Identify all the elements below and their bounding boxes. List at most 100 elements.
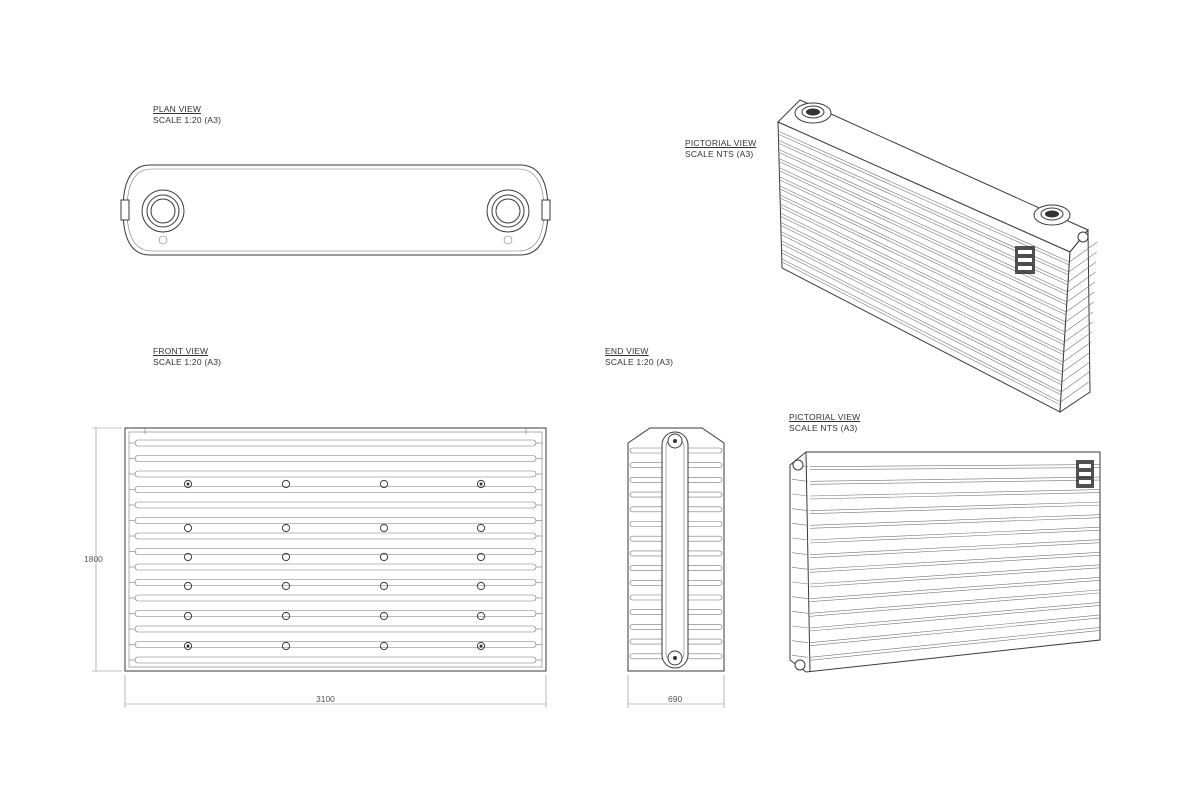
end-view-drawing [627, 427, 725, 708]
front-boss [183, 479, 193, 489]
pictorial-top-ribs [778, 130, 1098, 406]
front-boss [281, 611, 291, 621]
pictorial-top-rib [781, 249, 1062, 393]
pictorial-top-end-rib [1065, 301, 1094, 323]
logo-bottom-icon [1076, 460, 1094, 488]
front-view-scale: SCALE 1:20 (A3) [153, 357, 222, 367]
pictorial-bottom-rib [809, 526, 1101, 541]
pictorial-top-rib [780, 225, 1064, 366]
pictorial-top-end-rib [1062, 351, 1091, 373]
pictorial-bottom-rib [809, 517, 1101, 529]
front-ribs [129, 439, 542, 664]
pictorial-top-rib [780, 203, 1065, 343]
front-rib [134, 548, 537, 555]
pictorial-top-end-rib [1064, 321, 1093, 343]
end-view-scale: SCALE 1:20 (A3) [605, 357, 674, 367]
pictorial-top-end-rib [1067, 261, 1097, 283]
pictorial-bottom-end-rib [791, 640, 809, 643]
pictorial-view-bottom-scale: SCALE NTS (A3) [789, 423, 858, 433]
pictorial-bottom-end-rib [791, 479, 809, 482]
front-rib [134, 656, 537, 664]
front-boss [281, 523, 291, 533]
pictorial-top-end-rib [1062, 341, 1092, 363]
front-rib [134, 501, 537, 509]
pictorial-bottom-end-rib [791, 581, 809, 585]
pictorial-top-rib [779, 179, 1067, 316]
front-boss [476, 479, 486, 489]
pictorial-bottom-rib [809, 514, 1101, 526]
plan-view-drawing [120, 164, 551, 256]
end-view-title: END VIEW [605, 346, 649, 356]
pictorial-top-rib [780, 234, 1063, 376]
front-rib [134, 641, 537, 648]
pictorial-top-end-rib [1063, 331, 1092, 353]
front-boss [379, 552, 389, 562]
pictorial-top-rib [779, 194, 1066, 333]
front-boss-center [186, 644, 190, 648]
pictorial-bottom-end-rib [791, 493, 809, 497]
front-view-drawing [124, 427, 547, 672]
pictorial-bottom-rib [809, 554, 1101, 573]
front-rib [134, 439, 537, 447]
front-boss [281, 581, 291, 591]
pictorial-bottom-end-rib [791, 552, 809, 555]
pictorial-view-bottom-label: PICTORIAL VIEW SCALE NTS (A3) [789, 412, 860, 434]
pictorial-bottom-rib [809, 504, 1101, 514]
logo-top-icon [1015, 246, 1035, 274]
front-width-dimension: 3100 [316, 694, 335, 704]
pictorial-bottom-rib [809, 602, 1101, 629]
pictorial-bottom-end-rib [791, 567, 809, 570]
pictorial-bottom-rib [809, 592, 1101, 617]
pictorial-view-top-scale: SCALE NTS (A3) [685, 149, 754, 159]
front-boss-center [186, 482, 190, 486]
pictorial-bottom-rib [809, 464, 1101, 467]
pictorial-top-end-rib [1064, 311, 1094, 333]
pictorial-view-top-title: PICTORIAL VIEW [685, 138, 757, 148]
pictorial-bottom-ribs [791, 464, 1101, 661]
pictorial-top-rib [778, 133, 1070, 266]
front-rib [134, 470, 537, 478]
pictorial-top-rib [781, 243, 1063, 386]
front-rib [134, 625, 537, 633]
plan-view-label: PLAN VIEW SCALE 1:20 (A3) [153, 104, 221, 126]
front-boss [476, 552, 486, 562]
pictorial-bottom-rib [809, 564, 1101, 585]
pictorial-bottom-end-rib [791, 611, 809, 614]
pictorial-top-rib [780, 231, 1063, 373]
front-rib [134, 486, 537, 493]
pictorial-view-bottom-title: PICTORIAL VIEW [789, 412, 861, 422]
end-width-dimension: 690 [668, 694, 683, 704]
front-boss-center [479, 482, 483, 486]
pictorial-top-rib [779, 170, 1068, 306]
pictorial-bottom-rib [809, 605, 1101, 632]
pictorial-top-end-rib [1060, 381, 1089, 403]
pictorial-bottom-rib [809, 589, 1101, 614]
pictorial-bottom-end-rib [791, 537, 809, 541]
pictorial-top-rib [780, 206, 1065, 346]
front-boss [379, 479, 389, 489]
pictorial-top-end-rib [1066, 291, 1095, 313]
front-boss [476, 581, 486, 591]
pictorial-top-rib [779, 185, 1066, 323]
pictorial-top-end-rib [1067, 271, 1096, 293]
pictorial-top-end-rib [1061, 361, 1091, 383]
front-boss [476, 641, 486, 651]
pictorial-top-end-rib [1061, 371, 1090, 393]
pictorial-view-top-label: PICTORIAL VIEW SCALE NTS (A3) [685, 138, 756, 160]
front-rib [134, 517, 537, 524]
front-boss [281, 552, 291, 562]
front-rib [134, 455, 537, 462]
front-dimension-lines [92, 427, 547, 708]
pictorial-bottom-rib [809, 567, 1101, 588]
pictorial-bottom-end-rib [791, 625, 809, 629]
pictorial-bottom-drawing [789, 451, 1101, 673]
pictorial-bottom-end-rib [791, 655, 809, 658]
pictorial-top-rib [781, 258, 1061, 403]
front-boss-center [479, 644, 483, 648]
pictorial-top-rib [778, 130, 1070, 263]
pictorial-top-rib [780, 222, 1064, 363]
front-boss [379, 523, 389, 533]
pictorial-bottom-rib [809, 617, 1101, 646]
pictorial-top-end-rib [1066, 281, 1096, 303]
